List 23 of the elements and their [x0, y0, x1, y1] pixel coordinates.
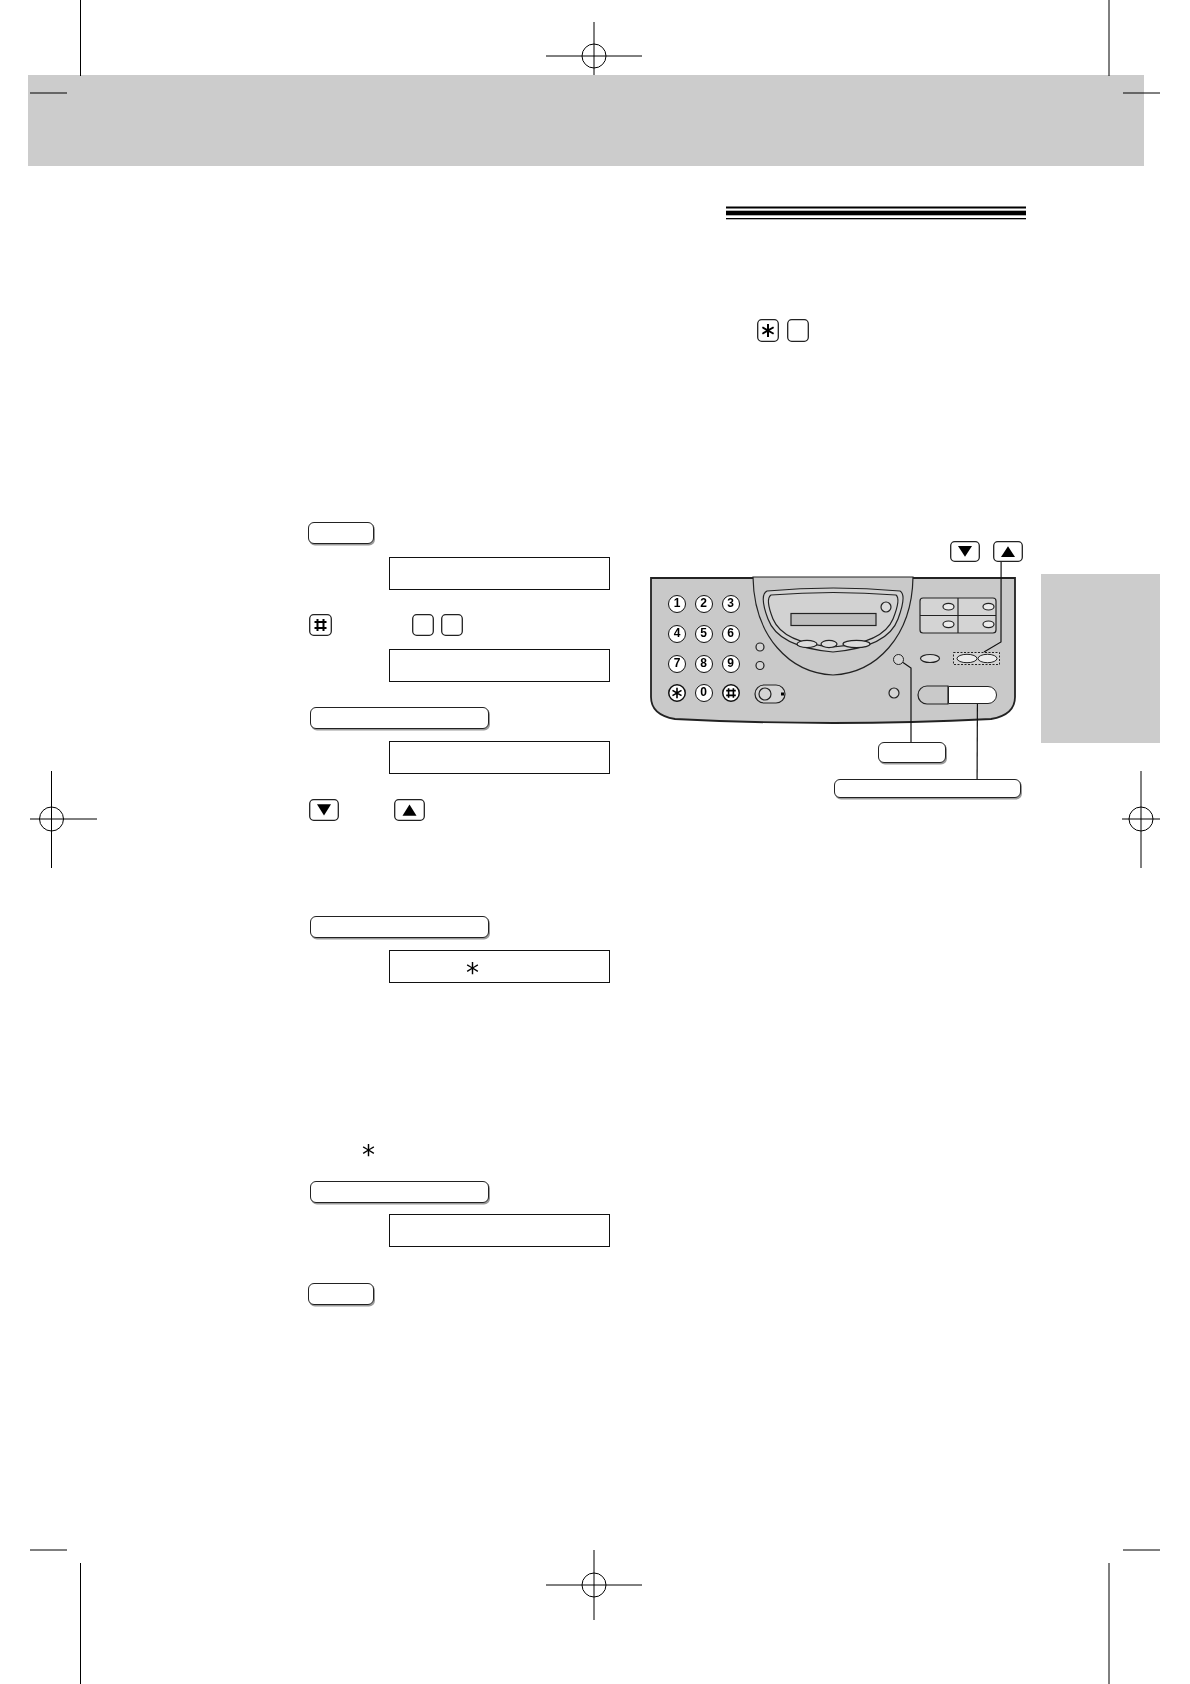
panel-button	[893, 654, 904, 665]
display-readout	[389, 1214, 610, 1247]
fax-control-panel	[650, 575, 1016, 727]
asterisk: *	[362, 1145, 375, 1155]
key-label	[834, 779, 1021, 798]
key-label	[308, 522, 374, 544]
display-readout	[389, 649, 610, 682]
display-text: *	[466, 963, 479, 973]
up-arrow-key-icon	[993, 541, 1023, 562]
key-label	[310, 707, 489, 729]
button-pair	[953, 652, 1000, 665]
display-readout	[389, 741, 610, 774]
leader-line	[976, 703, 978, 780]
leader-line	[902, 662, 912, 743]
display-readout	[389, 950, 610, 983]
display-readout	[389, 557, 610, 590]
leader-line	[983, 561, 1002, 653]
section-tab	[1041, 574, 1160, 743]
panel-button	[948, 686, 997, 704]
key-label	[878, 742, 946, 763]
key-label	[308, 1283, 374, 1305]
key-label	[310, 916, 489, 938]
key-label	[310, 1181, 489, 1203]
